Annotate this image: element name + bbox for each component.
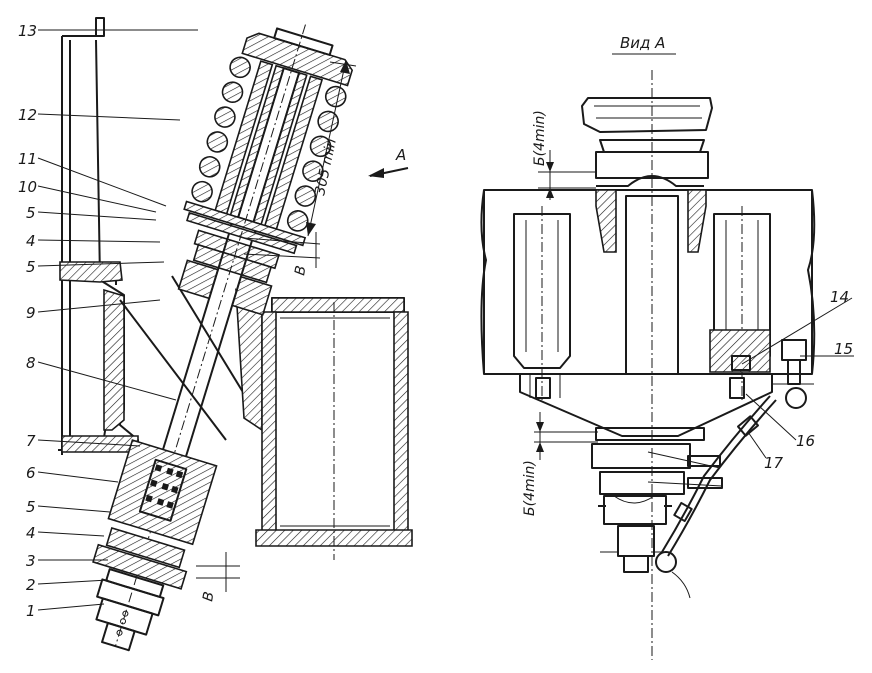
gap-b-upper-label: В: [292, 264, 309, 276]
view-a: Вид А: [480, 34, 854, 660]
label-11: 11: [18, 150, 37, 168]
label-2: 2: [26, 576, 36, 594]
spring-coils: [191, 56, 347, 232]
label-4-lower: 4: [26, 524, 36, 542]
label-13: 13: [18, 22, 37, 40]
label-15: 15: [834, 340, 853, 358]
gap-b-upper: В: [243, 232, 321, 277]
gap-6-upper: Б(4min): [532, 110, 596, 200]
gap-b-lower-label: В: [200, 590, 217, 602]
gap-b-lower: В: [196, 552, 240, 603]
label-10: 10: [18, 178, 37, 196]
gap-6-lower-label: Б(4min): [522, 460, 538, 516]
gap-6-upper-label: Б(4min): [532, 110, 548, 166]
label-5-lower: 5: [26, 498, 36, 516]
label-5-middle: 5: [26, 258, 36, 276]
rod-assembly: [92, 24, 354, 652]
section-view: 305 min В В А: [18, 17, 413, 652]
label-17: 17: [764, 454, 784, 472]
leaders-right: 14 15 16 17: [741, 288, 854, 472]
label-16: 16: [796, 432, 815, 450]
label-3: 3: [26, 552, 36, 570]
label-9: 9: [26, 304, 36, 322]
view-arrow: А: [368, 146, 409, 178]
frame-plate: [58, 17, 139, 455]
view-a-title: Вид А: [620, 34, 665, 52]
label-14: 14: [830, 288, 849, 306]
diagonal-bracket: [119, 275, 263, 441]
leaders-left: 13 12 11 10 5 4 5 9 8 7 6 5 4 3 2 1: [18, 22, 198, 620]
cylinder-section: [255, 297, 413, 560]
label-6: 6: [26, 464, 36, 482]
gap-6-lower: Б(4min): [522, 412, 598, 516]
label-8: 8: [26, 354, 36, 372]
label-4-upper: 4: [26, 232, 36, 250]
label-7: 7: [26, 432, 36, 450]
label-12: 12: [18, 106, 37, 124]
view-arrow-label: А: [395, 146, 406, 164]
label-1: 1: [26, 602, 36, 620]
label-5-upper: 5: [26, 204, 36, 222]
